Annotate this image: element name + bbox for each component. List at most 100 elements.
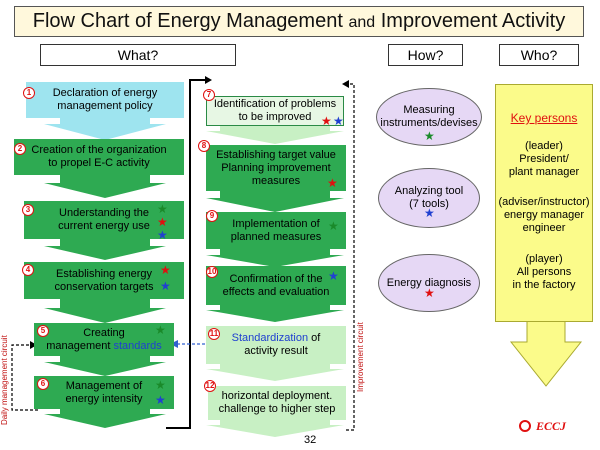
page-number: 32 bbox=[304, 434, 317, 446]
who-leader-role: (leader) bbox=[525, 140, 563, 152]
down-arrow-8 bbox=[206, 190, 344, 212]
who-leader-group: (leader) President/ plant manager bbox=[495, 140, 593, 179]
how-diagnosis-ellipse: Energy diagnosis bbox=[378, 254, 480, 312]
step-11-line1a: Standardization bbox=[231, 332, 309, 344]
down-arrow-1 bbox=[44, 117, 166, 140]
blue-star-icon: ★ bbox=[328, 269, 339, 283]
step-5-line2a: management bbox=[46, 339, 111, 352]
step-12-box: horizontal deployment.challenge to highe… bbox=[208, 386, 346, 420]
who-adviser-group: (adviser/instructor) energy manager engi… bbox=[495, 196, 593, 235]
daily-circuit-loop bbox=[11, 344, 38, 411]
step-8-line2: Planning improvement bbox=[221, 161, 331, 174]
step-7-line1: Identification of problems bbox=[213, 98, 337, 110]
step-11-number: 11 bbox=[208, 328, 220, 340]
how-analyzing-line2: (7 tools) bbox=[409, 198, 449, 210]
how-analyzing-line1: Analyzing tool bbox=[394, 185, 464, 197]
down-arrow-2 bbox=[44, 174, 166, 198]
who-leader-line2: plant manager bbox=[508, 166, 580, 178]
step-11-line2: activity result bbox=[244, 345, 308, 357]
step-3-number: 3 bbox=[22, 204, 34, 216]
step-10-number: 10 bbox=[206, 266, 218, 278]
eccj-logo-text: ECCJ bbox=[536, 419, 567, 433]
down-arrow-9 bbox=[206, 248, 344, 267]
step-4-line2: conservation targets bbox=[54, 280, 154, 293]
step-10-line1: Confirmation of the bbox=[229, 272, 323, 285]
how-analyzing-ellipse: Analyzing tool(7 tools) bbox=[378, 168, 480, 228]
red-star-icon: ★ bbox=[321, 114, 332, 128]
step-12-number: 12 bbox=[204, 380, 216, 392]
green-star-icon: ★ bbox=[328, 219, 339, 233]
step-6-line2: energy intensity bbox=[65, 392, 143, 405]
step-4-line1: Establishing energy bbox=[55, 267, 152, 280]
step-12-line2: challenge to higher step bbox=[218, 403, 336, 415]
step-9-number: 9 bbox=[206, 210, 218, 222]
title-rest: Improvement Activity bbox=[380, 10, 566, 32]
step-12-line1: horizontal deployment. bbox=[221, 390, 333, 402]
how-measuring-line2: instruments/devises bbox=[380, 117, 478, 129]
step-5-number: 5 bbox=[37, 325, 49, 337]
step-5-line1: Creating bbox=[83, 326, 125, 339]
daily-circuit-arrowhead bbox=[30, 341, 37, 349]
step-1-line2: management policy bbox=[57, 100, 153, 112]
who-adviser-role: (adviser/instructor) bbox=[498, 196, 590, 208]
improvement-circuit-loop bbox=[346, 83, 355, 431]
red-star-icon: ★ bbox=[327, 176, 338, 190]
key-persons-heading: Key persons bbox=[510, 111, 578, 125]
down-arrow-3 bbox=[44, 238, 166, 260]
step-5-line2b: standards bbox=[113, 339, 162, 352]
title-and: and bbox=[348, 14, 376, 31]
blue-star-icon: ★ bbox=[160, 279, 171, 293]
step-9-line2: planned measures bbox=[230, 230, 322, 243]
daily-management-circuit-label: Daily management circuit bbox=[0, 335, 9, 425]
who-leader-line1: President/ bbox=[519, 153, 569, 165]
who-player-line2: in the factory bbox=[512, 279, 576, 291]
step-6-number: 6 bbox=[37, 378, 49, 390]
who-adviser-line1: energy manager bbox=[503, 209, 585, 221]
down-arrow-10 bbox=[206, 304, 344, 322]
loop-connector bbox=[166, 79, 205, 429]
green-star-icon: ★ bbox=[155, 323, 166, 337]
step-6-line1: Management of bbox=[65, 379, 143, 392]
step-11-line1b: of bbox=[311, 332, 321, 344]
step-2-number: 2 bbox=[14, 143, 26, 155]
red-star-icon: ★ bbox=[157, 215, 168, 229]
down-arrow-12 bbox=[206, 419, 344, 437]
down-arrow-7 bbox=[206, 125, 344, 144]
down-arrow-5 bbox=[44, 355, 166, 376]
green-star-icon: ★ bbox=[157, 202, 168, 216]
who-panel bbox=[495, 84, 593, 322]
step-10-line2: effects and evaluation bbox=[222, 285, 330, 298]
eccj-logo-icon bbox=[519, 420, 531, 432]
who-player-line1: All persons bbox=[516, 266, 572, 278]
standards-link-arrowhead bbox=[170, 340, 178, 348]
header-what: What? bbox=[40, 44, 236, 66]
blue-star-icon: ★ bbox=[424, 206, 435, 220]
step-7-number: 7 bbox=[203, 89, 215, 101]
step-1-number: 1 bbox=[23, 87, 35, 99]
blue-star-icon: ★ bbox=[333, 114, 344, 128]
down-arrow-11 bbox=[206, 363, 344, 381]
header-how: How? bbox=[388, 44, 463, 66]
step-3-line1: Understanding the bbox=[59, 207, 149, 219]
step-2-line1: Creation of the organization bbox=[31, 144, 167, 156]
step-8-line3: measures bbox=[251, 174, 301, 187]
header-who: Who? bbox=[499, 44, 579, 66]
improvement-circuit-label: Improvement circuit bbox=[356, 322, 365, 392]
green-star-icon: ★ bbox=[155, 378, 166, 392]
green-star-icon: ★ bbox=[424, 129, 435, 143]
step-4-number: 4 bbox=[22, 264, 34, 276]
how-diagnosis-line1: Energy diagnosis bbox=[386, 276, 472, 289]
